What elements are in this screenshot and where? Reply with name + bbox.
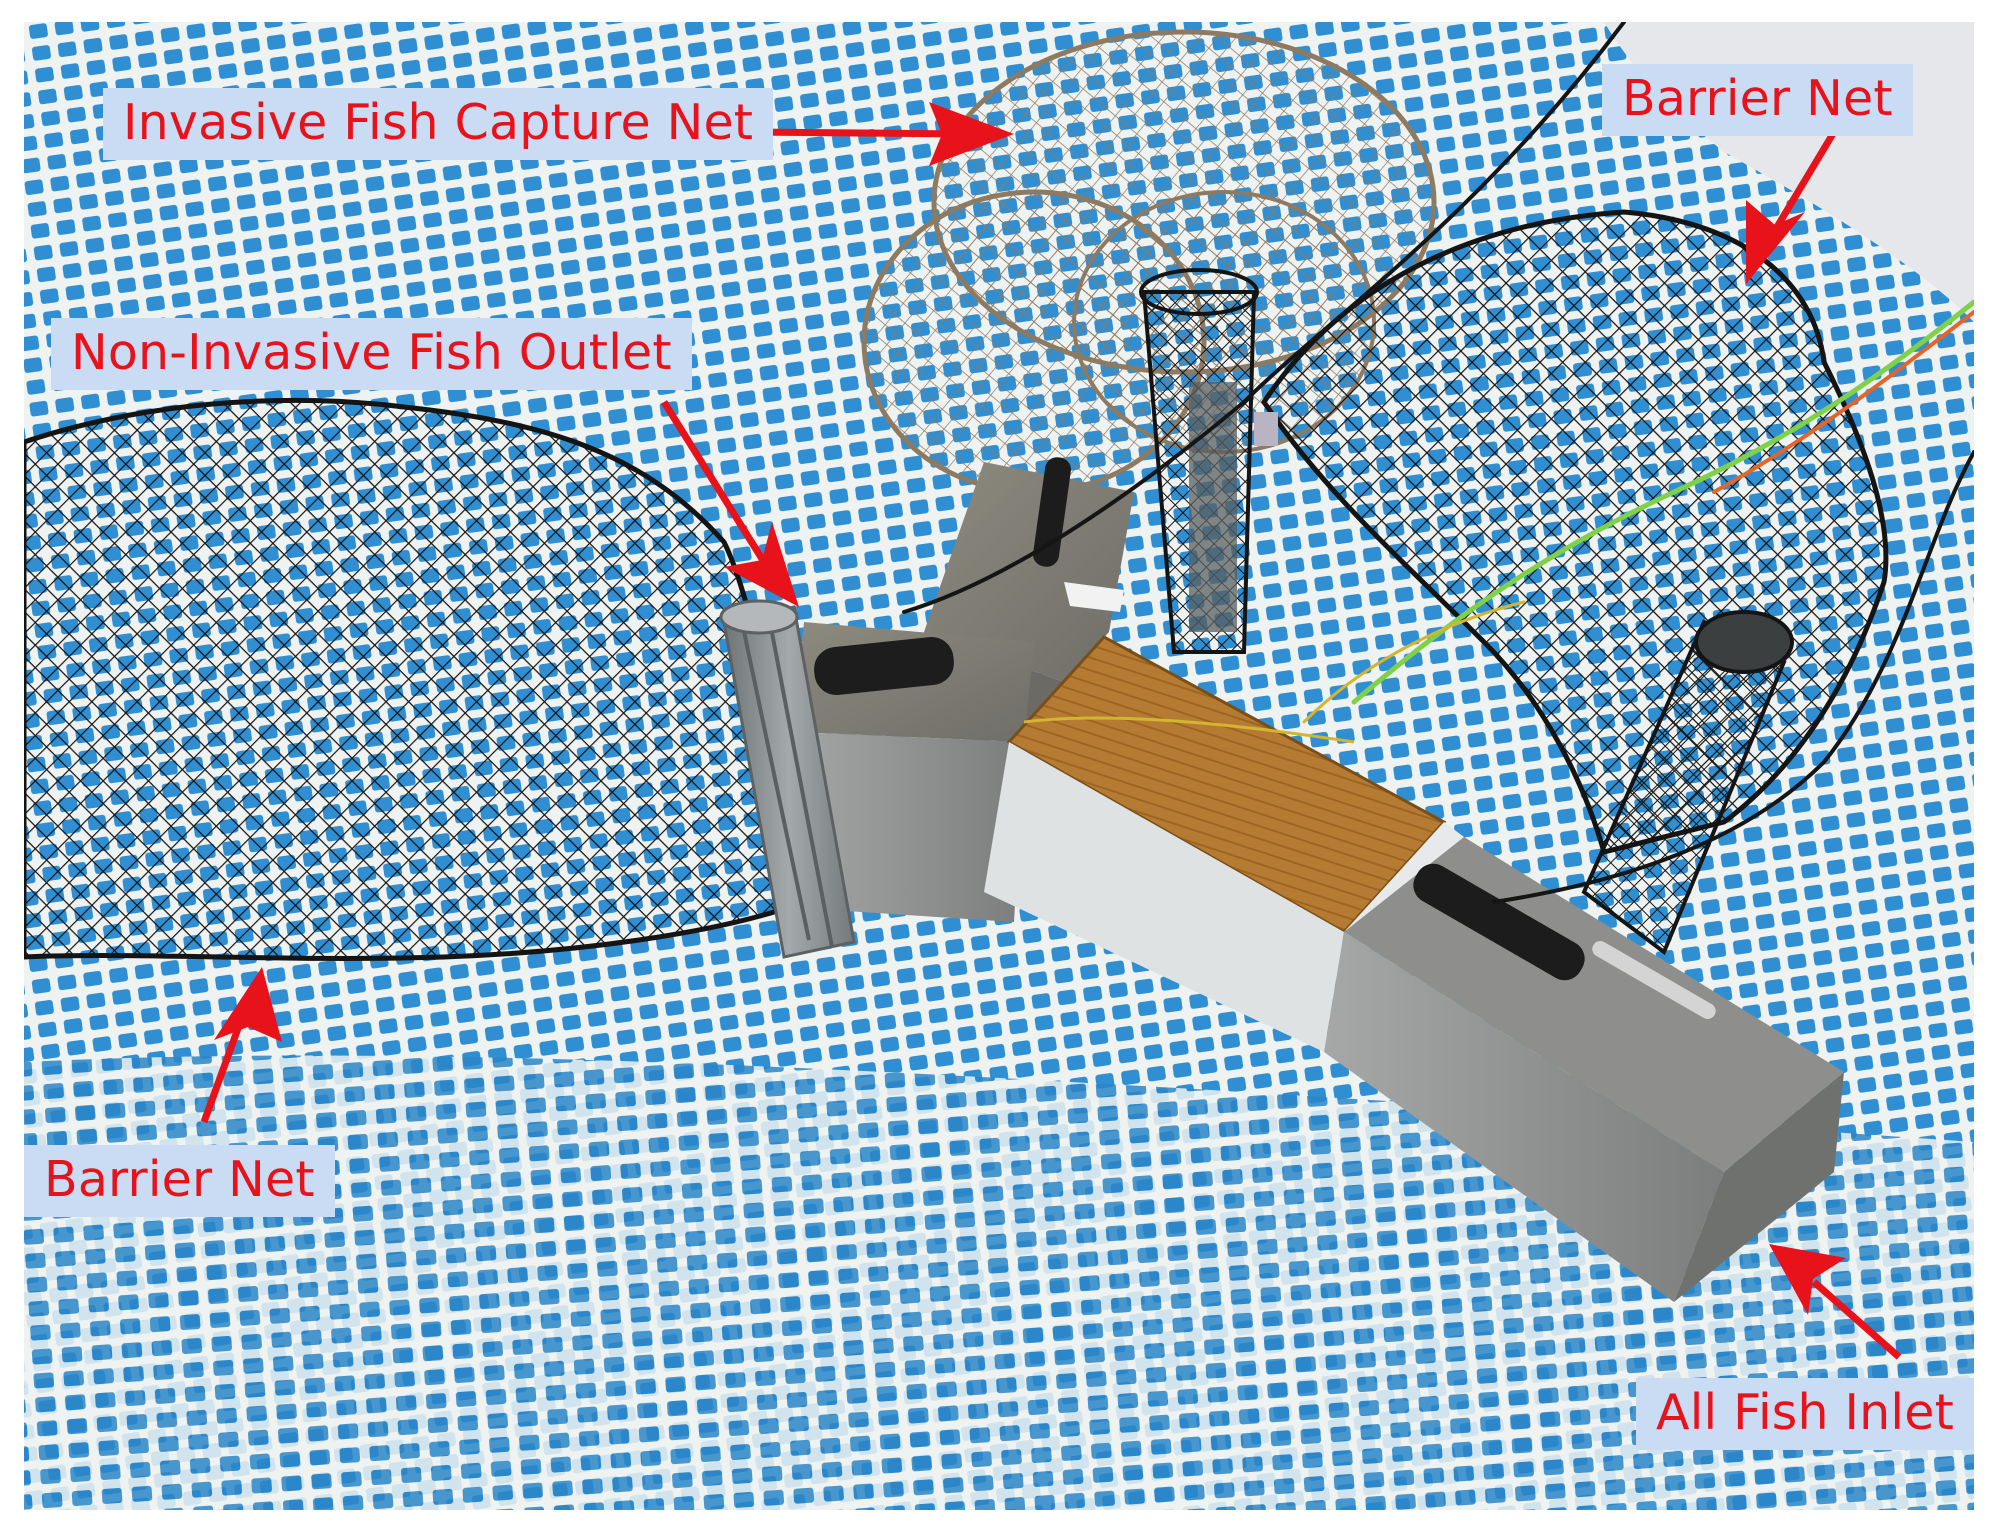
label-barrier-net-right: Barrier Net: [1602, 64, 1913, 136]
label-outlet: Non-Invasive Fish Outlet: [51, 318, 692, 390]
arrow-outlet: [661, 400, 799, 607]
label-capture-net: Invasive Fish Capture Net: [103, 88, 774, 160]
inlet-box: [1324, 837, 1844, 1302]
cables: [902, 22, 1974, 904]
mesh-tube-rear: [1139, 268, 1278, 654]
outlet-box: [784, 622, 1034, 922]
photo-frame: [24, 22, 1974, 1510]
arrow-inlet: [1769, 1244, 1902, 1360]
pool-liner-lower-fold: [24, 1055, 1974, 1510]
aluminum-rail: [719, 599, 856, 959]
arrow-barrier-net-right: [1746, 130, 1838, 284]
arrow-capture-net: [753, 102, 1014, 166]
label-inlet: All Fish Inlet: [1636, 1378, 1974, 1450]
arrow-barrier-net-left: [200, 967, 282, 1124]
label-barrier-net-left: Barrier Net: [24, 1145, 335, 1217]
apparatus-photo: [24, 22, 1974, 1510]
annotation-arrows: [200, 102, 1902, 1360]
